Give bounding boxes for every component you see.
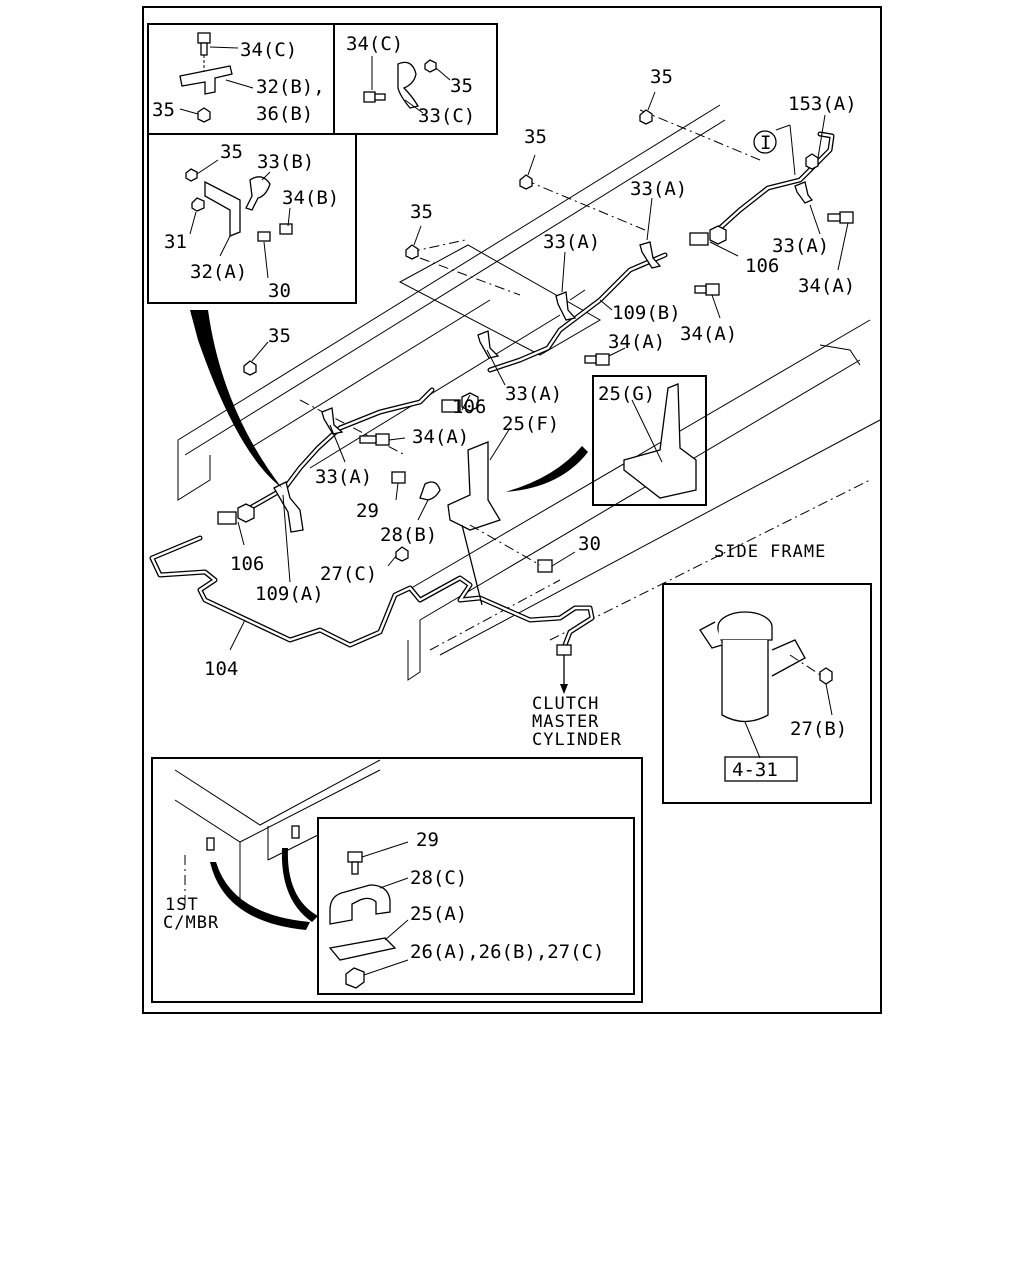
label-33A-1: 33(A) <box>630 178 687 200</box>
label-33A-3: 33(A) <box>543 231 600 253</box>
label-27C-a: 27(C) <box>320 563 377 585</box>
label-28C: 28(C) <box>410 867 467 889</box>
label-4-31: 4-31 <box>732 759 778 781</box>
label-106-b: 106 <box>452 396 486 418</box>
label-clutch-3: CYLINDER <box>532 730 622 750</box>
label-30-b: 30 <box>578 533 601 555</box>
label-27B: 27(B) <box>790 718 847 740</box>
label-29-a: 29 <box>356 500 379 522</box>
label-25F: 25(F) <box>502 413 559 435</box>
diagram-border <box>142 6 882 1014</box>
label-30-a: 30 <box>268 280 291 302</box>
label-104: 104 <box>204 658 238 680</box>
label-25G: 25(G) <box>598 383 655 405</box>
label-35-f: 35 <box>410 201 433 223</box>
side-frame-rails <box>177 104 881 681</box>
label-35-a: 35 <box>152 99 175 121</box>
label-34B: 34(B) <box>282 187 339 209</box>
label-26-27: 26(A),26(B),27(C) <box>410 941 604 963</box>
label-33A-2: 33(A) <box>772 235 829 257</box>
label-side-frame: SIDE FRAME <box>714 542 826 562</box>
label-32A: 32(A) <box>190 261 247 283</box>
inset-crossmember <box>151 757 643 1003</box>
label-109B: 109(B) <box>612 302 681 324</box>
label-35-e: 35 <box>524 126 547 148</box>
label-34C-a: 34(C) <box>240 39 297 61</box>
inset-top-left <box>147 23 498 304</box>
label-35-g: 35 <box>268 325 291 347</box>
label-clutch-1: CLUTCH <box>532 694 599 714</box>
label-106-a: 106 <box>745 255 779 277</box>
label-1st-2: C/MBR <box>163 913 219 933</box>
clips-and-fasteners <box>217 91 854 651</box>
label-32B-36B-1: 32(B), <box>256 76 325 98</box>
label-34C-b: 34(C) <box>346 33 403 55</box>
label-35-d: 35 <box>650 66 673 88</box>
label-28B: 28(B) <box>380 524 437 546</box>
arrow-top-inset <box>190 310 282 488</box>
label-33A-5: 33(A) <box>315 466 372 488</box>
label-25A: 25(A) <box>410 903 467 925</box>
arrow-25G <box>505 446 588 492</box>
inset-master-cylinder <box>662 583 872 804</box>
label-31: 31 <box>164 231 187 253</box>
label-33C: 33(C) <box>418 105 475 127</box>
label-34A-3: 34(A) <box>608 331 665 353</box>
label-29-b: 29 <box>416 829 439 851</box>
label-35-b: 35 <box>450 75 473 97</box>
label-clutch-2: MASTER <box>532 712 599 732</box>
label-106-c: 106 <box>230 553 264 575</box>
label-34A-2: 34(A) <box>680 323 737 345</box>
inset-bracket-25G <box>592 375 707 506</box>
label-34A-4: 34(A) <box>412 426 469 448</box>
label-33B: 33(B) <box>257 151 314 173</box>
clutch-pipe <box>149 131 835 694</box>
label-32B-36B-2: 36(B) <box>256 103 313 125</box>
label-1st-1: 1ST <box>165 895 199 915</box>
label-153A: 153(A) <box>788 93 857 115</box>
label-34A-1: 34(A) <box>798 275 855 297</box>
label-35-c: 35 <box>220 141 243 163</box>
label-33A-4: 33(A) <box>505 383 562 405</box>
label-circle-I: I <box>760 132 771 154</box>
label-109A: 109(A) <box>255 583 324 605</box>
